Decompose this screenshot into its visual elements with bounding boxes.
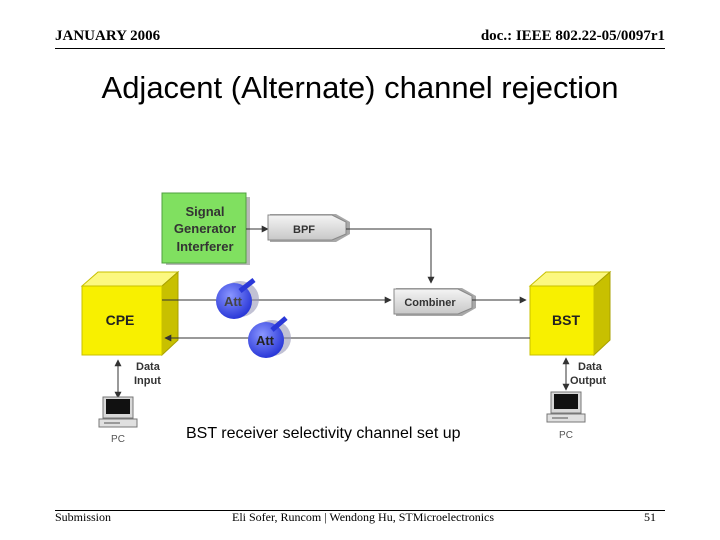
attenuator-bottom-label: Att bbox=[256, 333, 275, 348]
header-date: JANUARY 2006 bbox=[55, 28, 161, 44]
bst-label: BST bbox=[552, 312, 580, 328]
attenuator-top: Att bbox=[216, 278, 259, 319]
bpf-block: BPF bbox=[267, 214, 350, 242]
footer-rule bbox=[55, 510, 665, 511]
signal-generator-line-1: Signal bbox=[185, 204, 224, 219]
data-output-line-2: Output bbox=[570, 375, 606, 387]
attenuator-top-label: Att bbox=[224, 294, 243, 309]
attenuator-top-knob-icon bbox=[238, 278, 256, 293]
bpf-label: BPF bbox=[293, 224, 315, 236]
bst-box: BST bbox=[528, 270, 612, 357]
attenuator-bottom-knob-icon bbox=[270, 316, 288, 332]
pc-right-icon: PC bbox=[546, 391, 586, 441]
header-rule bbox=[55, 48, 665, 49]
signal-generator-box: Signal Generator Interferer bbox=[161, 192, 250, 265]
footer-submission: Submission bbox=[55, 510, 112, 524]
signal-generator-line-3: Interferer bbox=[176, 239, 233, 254]
cpe-box: CPE bbox=[80, 270, 180, 357]
attenuator-bottom: Att bbox=[248, 316, 291, 358]
data-input-line-2: Input bbox=[134, 375, 161, 387]
cpe-label: CPE bbox=[106, 312, 135, 328]
signal-generator-line-2: Generator bbox=[174, 221, 236, 236]
pc-right-label: PC bbox=[559, 430, 573, 441]
arrow-bpf-to-combiner bbox=[346, 228, 435, 284]
combiner-label: Combiner bbox=[404, 297, 456, 309]
data-input-line-1: Data bbox=[136, 361, 161, 373]
pc-left-icon: PC bbox=[98, 396, 138, 445]
data-output-line-1: Data bbox=[578, 361, 603, 373]
pc-left-label: PC bbox=[111, 434, 125, 445]
footer-page-number: 51 bbox=[644, 510, 656, 524]
slide-title: Adjacent (Alternate) channel rejection bbox=[101, 70, 619, 105]
header-doc-id: doc.: IEEE 802.22-05/0097r1 bbox=[480, 28, 665, 44]
combiner-block: Combiner bbox=[393, 288, 476, 316]
diagram-caption: BST receiver selectivity channel set up bbox=[186, 425, 461, 442]
footer-authors: Eli Sofer, Runcom | Wendong Hu, STMicroe… bbox=[232, 510, 495, 524]
